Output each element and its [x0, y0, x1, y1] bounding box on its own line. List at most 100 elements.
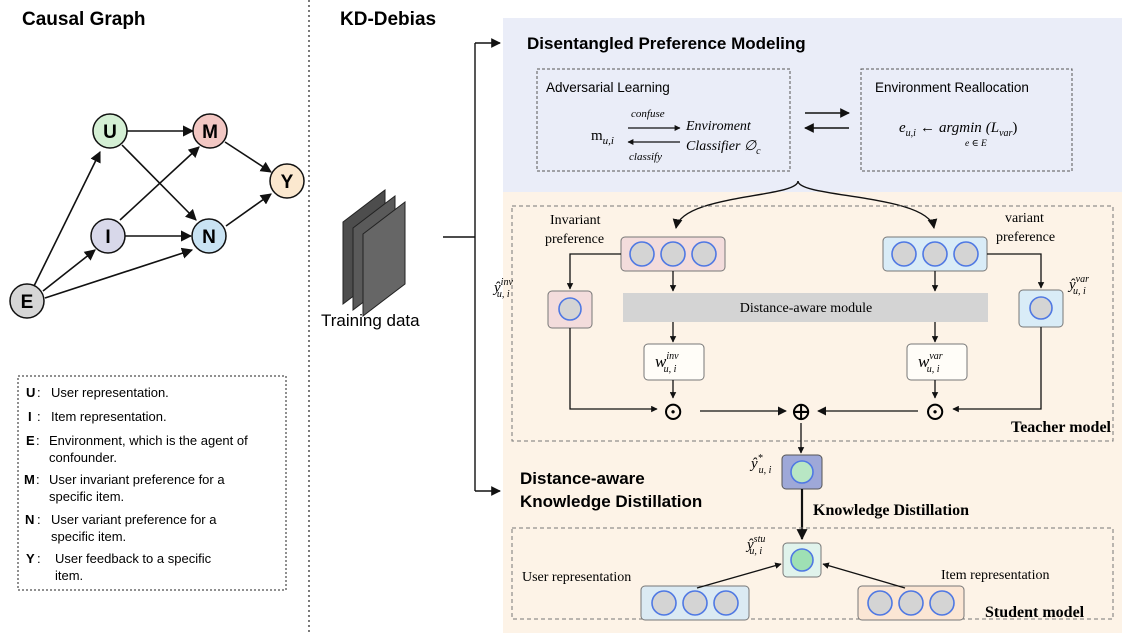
causal-graph-title: Causal Graph — [22, 9, 146, 30]
dpm-brace — [672, 180, 938, 229]
classifier-line-1: Enviroment — [685, 119, 752, 134]
node-y-label: Y — [281, 172, 294, 193]
legend-colon-u: : — [37, 385, 41, 400]
causal-edges — [33, 125, 272, 299]
student-box — [511, 527, 1114, 620]
legend-text-m-2: specific item. — [49, 489, 124, 504]
kd-debias-title: KD-Debias — [340, 9, 436, 30]
node-i: I — [90, 218, 126, 254]
user-representation-label: User representation — [522, 570, 631, 585]
dpm-title: Disentangled Preference Modeling — [527, 34, 806, 53]
student-arrows — [696, 562, 906, 589]
m-symbol: mu,i — [591, 128, 614, 147]
odot-left: ⊙ — [662, 397, 684, 426]
reallocation-formula: eu,i←argmin(Lvar) e ∈ E — [899, 120, 1017, 149]
y-stu-box — [782, 542, 822, 578]
teacher-model-label: Teacher model — [1011, 419, 1112, 436]
reallocation-label: Environment Reallocation — [875, 80, 1029, 95]
legend-text-y: User feedback to a specific — [55, 551, 212, 566]
node-u-circle — [92, 113, 128, 149]
node-e: E — [9, 283, 45, 319]
y-star-label: ŷ*u, i — [749, 453, 772, 476]
legend-colon-e: : — [36, 433, 40, 448]
distance-module-label: Distance-aware module — [740, 301, 873, 316]
edge-m-y — [224, 141, 272, 173]
student-model-label: Student model — [985, 604, 1085, 621]
node-n-circle — [191, 218, 227, 254]
legend-colon-y: : — [37, 551, 41, 566]
training-connectors — [443, 38, 501, 496]
legend-box — [17, 375, 287, 591]
adversarial-label: Adversarial Learning — [546, 80, 670, 95]
node-m: M — [192, 113, 228, 149]
kd-label: Knowledge Distillation — [813, 502, 969, 519]
teacher-box — [511, 205, 1114, 442]
legend-key-n: N — [25, 512, 34, 527]
edge-e-n — [44, 247, 194, 299]
edge-e-u — [33, 150, 101, 287]
node-u: U — [92, 113, 128, 149]
training-data-label: Training data — [321, 311, 420, 330]
legend-key-i: I — [28, 409, 32, 424]
edge-n-y — [225, 193, 272, 227]
odot-right: ⊙ — [924, 397, 946, 426]
variant-label-1: variant — [1005, 211, 1044, 226]
legend-text-i: Item representation. — [51, 409, 167, 424]
adversarial-box — [536, 68, 791, 172]
node-i-circle — [90, 218, 126, 254]
argmin-under: e ∈ E — [965, 139, 987, 149]
node-n-label: N — [202, 227, 216, 248]
confuse-label: confuse — [631, 108, 665, 120]
edge-e-i — [42, 249, 96, 292]
invariant-preference-box — [620, 236, 726, 272]
legend: U : User representation. I : Item repres… — [24, 385, 248, 583]
node-i-label: I — [105, 227, 110, 248]
node-y: Y — [269, 163, 305, 199]
legend-colon-m: : — [36, 472, 40, 487]
node-e-circle — [9, 283, 45, 319]
legend-text-e: Environment, which is the agent of — [49, 433, 248, 448]
oplus: ⊕ — [790, 397, 812, 426]
legend-text-y-2: item. — [55, 568, 83, 583]
node-m-circle — [192, 113, 228, 149]
kd-title-2: Knowledge Distillation — [520, 492, 702, 511]
reallocation-equation: eu,i←argmin(Lvar) — [899, 120, 1017, 139]
reallocation-box — [860, 68, 1073, 172]
node-m-label: M — [202, 122, 218, 143]
legend-key-u: U — [26, 385, 35, 400]
teacher-arrows — [566, 253, 1045, 454]
classify-label: classify — [629, 151, 662, 163]
node-u-label: U — [103, 122, 117, 143]
y-star-box — [781, 454, 823, 490]
node-e-label: E — [21, 292, 34, 313]
y-inv-box — [547, 290, 593, 329]
node-y-circle — [269, 163, 305, 199]
legend-text-m: User invariant preference for a — [49, 472, 225, 487]
legend-key-m: M — [24, 472, 35, 487]
kd-title-1: Distance-aware — [520, 469, 645, 488]
legend-key-y: Y — [26, 551, 35, 566]
invariant-label-2: preference — [545, 232, 604, 247]
legend-colon-i: : — [37, 409, 41, 424]
edge-i-m — [119, 146, 200, 221]
user-representation-box — [640, 585, 750, 621]
legend-text-n-2: specific item. — [51, 529, 126, 544]
y-var-box — [1018, 289, 1064, 328]
legend-text-n: User variant preference for a — [51, 512, 217, 527]
distance-module-bar — [623, 293, 988, 322]
variant-preference-box — [882, 236, 988, 272]
invariant-label-1: Invariant — [550, 213, 601, 228]
item-representation-label: Item representation — [941, 568, 1049, 583]
training-data-icon — [342, 188, 406, 318]
legend-text-e-2: confounder. — [49, 450, 117, 465]
node-n: N — [191, 218, 227, 254]
variant-label-2: preference — [996, 230, 1055, 245]
adversarial-formula: mu,i confuse classify Enviroment Classif… — [591, 108, 761, 163]
